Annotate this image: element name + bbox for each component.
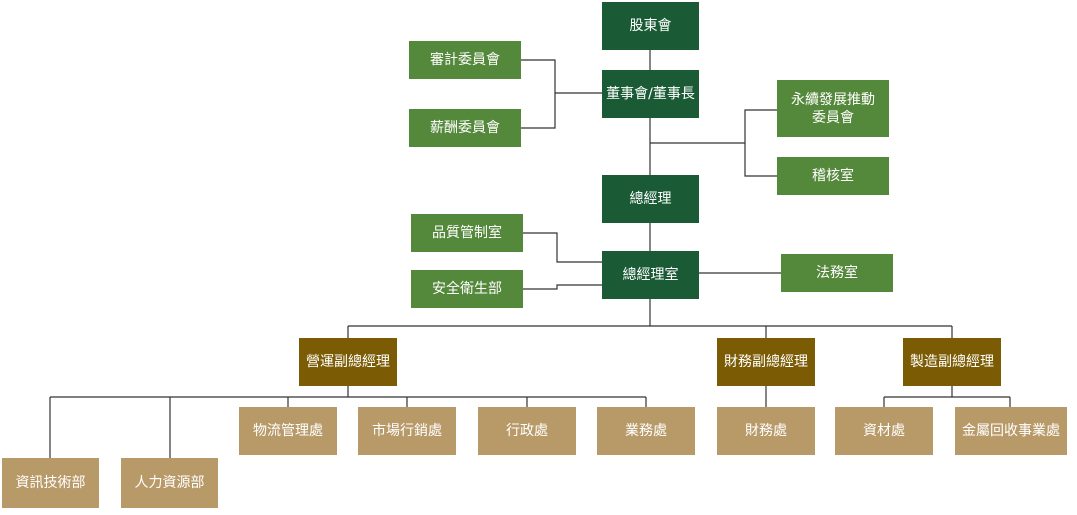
node-legal-office: 法務室 [781,254,893,292]
node-audit-committee: 審計委員會 [409,41,521,79]
node-safety-dept: 安全衛生部 [411,270,523,308]
node-compensation-committee: 薪酬委員會 [409,109,521,147]
node-board: 董事會/董事長 [602,70,699,118]
node-vp-operations: 營運副總經理 [299,338,397,386]
node-shareholders: 股東會 [602,2,699,50]
node-it-dept: 資訊技術部 [2,458,99,508]
node-hr-dept: 人力資源部 [121,458,218,508]
node-general-manager: 總經理 [602,175,699,223]
node-vp-manufacturing: 製造副總經理 [903,338,1001,386]
node-materials-div: 資材處 [835,407,933,455]
node-gm-office: 總經理室 [602,251,699,299]
node-sustainability-committee: 永續發展推動 委員會 [777,80,889,137]
node-admin-div: 行政處 [478,407,576,455]
node-marketing-div: 市場行銷處 [358,407,456,455]
node-quality-office: 品質管制室 [411,214,523,252]
node-finance-div: 財務處 [717,407,815,455]
node-business-div: 業務處 [597,407,695,455]
node-audit-office: 稽核室 [777,157,889,195]
node-logistics-div: 物流管理處 [239,407,337,455]
node-metal-recycling-div: 金屬回收事業處 [955,407,1067,455]
node-vp-finance: 財務副總經理 [717,338,815,386]
